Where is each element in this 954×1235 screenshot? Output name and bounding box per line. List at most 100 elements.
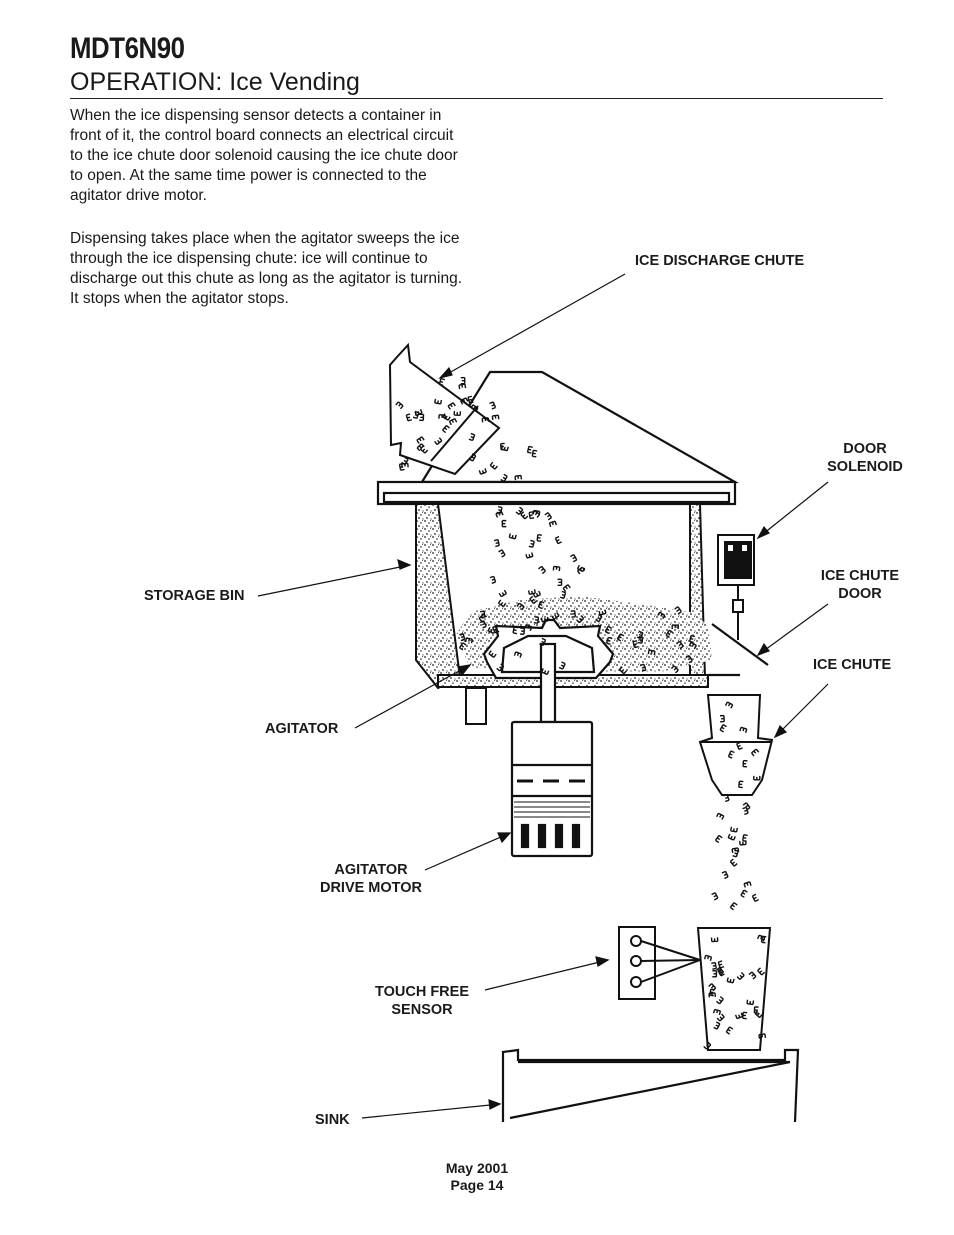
ice-cube-mark [598,609,607,616]
ice-cube-mark [401,462,409,468]
ice-cube-mark [719,724,727,733]
ice-cube-mark [711,961,717,970]
label-touch-free-sensor: TOUCH FREE SENSOR [375,984,469,1018]
ice-cube-mark [487,626,496,635]
ice-cube-mark [647,649,656,656]
ice-cube-mark [438,377,446,387]
ice-cube-mark [689,634,696,644]
ice-cube-mark [709,988,715,997]
ice-cube-mark [532,590,542,598]
ice-cube-mark [453,410,462,417]
ice-cube-mark [492,625,500,634]
footer-page-number: Page 14 [450,1177,504,1193]
ice-cube-mark [500,473,508,483]
model-number: MDT6N90 [70,32,185,65]
ice-cube-mark [715,812,725,820]
ice-cube-mark [604,625,613,635]
label-agitator-drive-motor: AGITATOR DRIVE MOTOR [319,862,423,896]
ice-cube-mark [758,1033,767,1039]
section-title: OPERATION: Ice Vending [70,68,360,96]
paragraph-dispensing: Dispensing takes place when the agitator… [70,230,463,307]
ice-cube-mark [742,759,748,768]
ice-cube-mark [489,401,497,410]
ice-cube-mark [636,630,644,640]
ice-cube-mark [725,1026,734,1035]
ice-cube-mark [548,520,558,528]
ice-cube-mark [558,661,566,670]
ice-cube-mark [512,626,519,635]
label-ice-chute-door: ICE CHUTE DOOR [820,568,900,602]
ice-cube-mark [434,437,443,446]
ice-cube-mark [458,642,467,651]
ice-cube-mark [513,651,523,658]
ice-cube-mark [519,627,526,635]
touch-free-sensor-shape [618,926,701,1000]
ice-cube-mark [464,637,473,644]
label-storage-bin: STORAGE BIN [144,588,245,604]
sink-shape [501,1048,800,1123]
ice-cube-mark [713,1021,721,1030]
ice-cube-mark [754,1010,763,1019]
ice-cube-mark [616,633,625,642]
ice-cube-mark [729,858,738,867]
ice-cube-mark [746,999,755,1006]
ice-cube-mark [495,510,504,518]
ice-cube-mark [496,663,505,672]
ice-cube-mark [726,977,735,984]
ice-cube-mark [438,413,446,420]
label-door-solenoid: DOOR SOLENOID [827,441,903,475]
ice-cube-mark [639,663,647,672]
bin-lid [376,480,737,506]
ice-cube-mark [632,640,639,649]
ice-cube-mark [708,992,717,998]
ice-cube-mark [524,623,533,632]
ice-cube-mark [742,802,751,811]
ice-cube-mark [576,566,586,575]
ice-cube-mark [750,748,760,757]
ice-cube-mark [459,397,469,405]
ice-cube-mark [724,701,734,709]
ice-cube-mark [717,960,725,969]
ice-cube-mark [727,750,735,759]
ice-cube-mark [562,584,571,592]
ice-cube-mark [729,826,739,833]
ice-cube-mark [741,1011,748,1020]
ice-cube-mark [716,996,724,1005]
ice-cube-mark [551,612,560,620]
ice-cube-mark [528,539,535,548]
ice-cube-mark [478,468,487,475]
ice-cube-mark [674,606,682,615]
label-ice-chute: ICE CHUTE [813,657,892,673]
ice-cube-mark [539,637,547,647]
ice-cube-mark [501,519,507,528]
ice-cube-mark [716,1013,725,1022]
ice-cube-mark [748,971,757,980]
ice-cube-mark [447,402,456,410]
ice-cube-mark [703,1041,712,1050]
ice-cube-mark [498,589,508,598]
ice-cube-mark [414,409,423,417]
ice-cube-mark [714,834,723,844]
door-solenoid-shape [717,534,755,640]
ice-cube-mark [527,589,536,596]
ice-cube-mark [520,511,529,520]
label-sink: SINK [315,1112,350,1128]
ice-cube-mark [739,726,748,734]
ice-cube-mark [442,424,450,434]
ice-cube-mark [405,413,413,422]
ice-cube-mark [515,506,524,515]
ice-cube-mark [736,971,745,980]
ice-cube-mark [760,935,767,944]
label-ice-discharge-chute: ICE DISCHARGE CHUTE [635,253,805,269]
ice-cube-mark [734,1012,744,1020]
ice-cube-mark [743,881,752,888]
ice-cube-mark [491,414,500,421]
ice-cube-mark [416,436,425,444]
ice-cube-mark [757,967,766,976]
ice-cube-mark [618,666,627,675]
ice-cube-mark [703,954,713,962]
ice-cube-mark [731,847,740,854]
ice-cubes [395,376,767,1050]
label-agitator: AGITATOR [265,721,339,737]
